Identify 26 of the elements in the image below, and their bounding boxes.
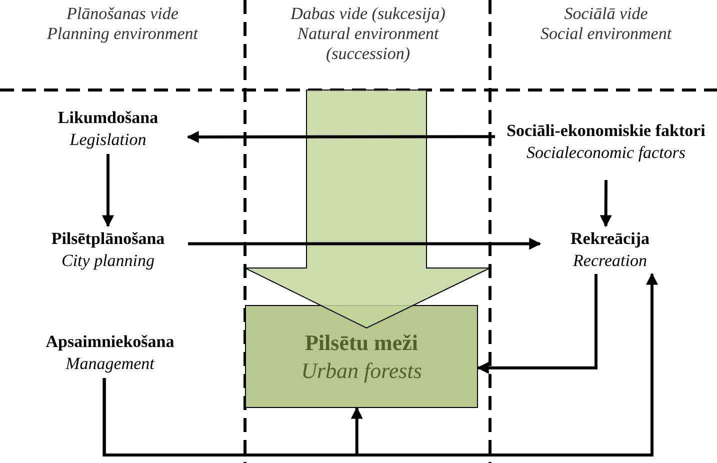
zone-heading: Dabas vide (sukcesija) <box>290 4 446 24</box>
arrow <box>600 180 612 228</box>
node-subtitle: Management <box>66 353 154 375</box>
node-subtitle: Recreation <box>573 250 647 272</box>
arrow <box>102 272 658 456</box>
node-title: Apsaimniekošana <box>46 331 174 353</box>
zone-heading: Natural environment (succession) <box>296 24 440 64</box>
arrow <box>102 154 114 228</box>
forest-box <box>245 305 478 408</box>
node-title: Pilsētplānošana <box>51 228 165 250</box>
node-subtitle: Urban forests <box>301 356 422 384</box>
arrow <box>188 238 542 250</box>
zone-heading: Sociālā vide <box>564 4 648 24</box>
node-title: Likumdošana <box>58 107 158 129</box>
arrow <box>186 131 495 143</box>
node-subtitle: Legislation <box>70 129 146 151</box>
node-title: Rekreācija <box>570 228 650 250</box>
zone-heading: Social environment <box>540 24 672 44</box>
zone-heading: Plānošanas vide <box>66 4 178 24</box>
node-title: Sociāli-ekonomiskie faktori <box>506 120 706 142</box>
node-title: Pilsētu meži <box>304 328 418 356</box>
node-subtitle: City planning <box>61 250 155 272</box>
block-arrow <box>244 90 490 329</box>
zone-heading: Planning environment <box>47 24 198 44</box>
arrow <box>476 274 598 374</box>
node-subtitle: Socialeconomic factors <box>526 142 686 164</box>
